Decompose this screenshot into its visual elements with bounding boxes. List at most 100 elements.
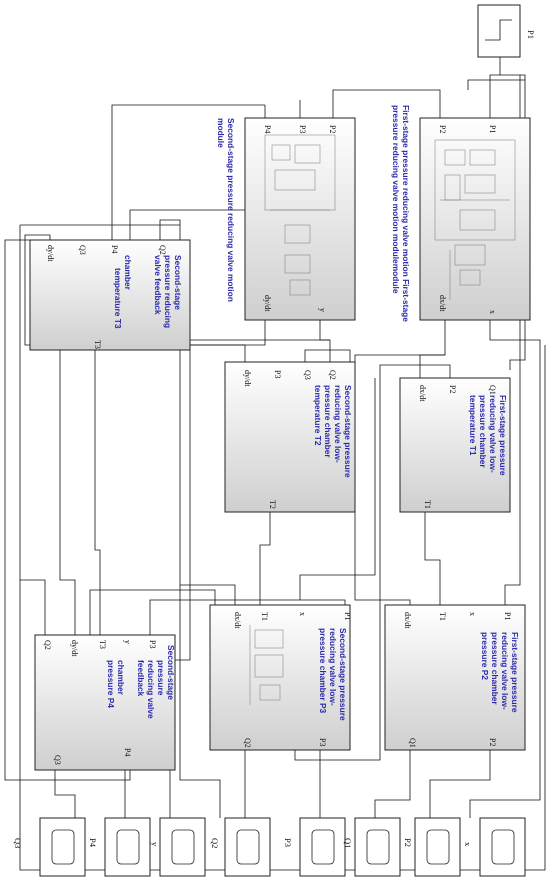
svg-text:P3: P3 (298, 125, 307, 133)
svg-text:chamber: chamber (116, 660, 126, 696)
svg-text:Q1: Q1 (488, 385, 497, 395)
svg-text:First-stage pressure: First-stage pressure (510, 632, 520, 713)
subsystem-detail (264, 134, 336, 296)
svg-text:y: y (318, 308, 327, 312)
svg-text:Second-stage pressure: Second-stage pressure (338, 628, 348, 721)
block-temperature-t1[interactable]: Q1 P2 dx/dt T1 First-stage pressure redu… (399, 377, 511, 513)
svg-text:feedback: feedback (136, 660, 146, 697)
svg-text:P2: P2 (438, 125, 447, 133)
scope-label: P3 (283, 838, 293, 847)
svg-text:x: x (298, 612, 307, 616)
svg-text:P1: P1 (343, 612, 352, 620)
svg-text:P4: P4 (263, 125, 272, 133)
svg-text:Q2: Q2 (328, 370, 337, 380)
svg-text:dx/dt: dx/dt (403, 612, 412, 629)
svg-text:First-stage pressure: First-stage pressure (498, 395, 508, 476)
scope-p2[interactable]: P2 (403, 817, 461, 877)
block-pressure-p3[interactable]: P1 x T1 dx/dt Q2 P3 Second-stage pressur… (209, 604, 352, 751)
scope-label: P4 (88, 838, 98, 848)
svg-text:pressure P2: pressure P2 (480, 632, 490, 680)
svg-text:dy/dt: dy/dt (243, 370, 252, 387)
svg-text:P3: P3 (148, 640, 157, 648)
svg-text:module: module (216, 118, 226, 148)
svg-text:P3: P3 (318, 738, 327, 746)
svg-text:P1: P1 (503, 612, 512, 620)
svg-text:T3: T3 (98, 640, 107, 649)
block-second-stage-motion[interactable]: P2 P3 P4 y dy/dt Second-stage pressure r… (216, 117, 356, 321)
svg-text:x: x (488, 310, 497, 314)
block-temperature-t3[interactable]: Q2 P4 Q3 dy/dt T3 Second-stage pressure … (29, 239, 191, 351)
svg-text:pressure reducing valve motion: pressure reducing valve motion modulemod… (391, 105, 401, 294)
svg-text:pressure P4: pressure P4 (106, 660, 116, 708)
svg-text:T2: T2 (268, 500, 277, 509)
scope-q3[interactable]: Q3 (13, 817, 86, 877)
svg-text:P4: P4 (110, 245, 119, 253)
block-first-stage-motion[interactable]: P1 P2 dx/dt x First-stage pressure reduc… (391, 105, 531, 322)
subsystem-detail (249, 625, 284, 705)
svg-text:Second-stage pressure: Second-stage pressure (343, 385, 353, 478)
svg-text:Second-stage pressure reducing: Second-stage pressure reducing valve mot… (226, 118, 236, 302)
svg-text:pressure: pressure (156, 660, 166, 696)
svg-text:temperature T1: temperature T1 (468, 395, 478, 456)
svg-text:temperature T3: temperature T3 (113, 268, 123, 329)
scope-icon (171, 829, 195, 865)
step-icon (485, 19, 512, 41)
svg-text:Second-stage: Second-stage (173, 255, 183, 310)
scope-icon (236, 829, 260, 865)
scope-q2[interactable]: Q2 (210, 817, 271, 877)
svg-text:P3: P3 (273, 370, 282, 378)
svg-text:P2: P2 (488, 738, 497, 746)
svg-text:P1: P1 (488, 125, 497, 133)
block-temperature-t2[interactable]: Q2 Q3 P3 dy/dt T2 Second-stage pressure … (224, 361, 356, 513)
svg-text:dx/dt: dx/dt (233, 612, 242, 629)
svg-text:T3: T3 (93, 340, 102, 349)
scope-q1[interactable]: Q1 (343, 817, 401, 877)
svg-text:dy/dt: dy/dt (263, 295, 272, 312)
svg-text:chamber: chamber (123, 255, 133, 291)
svg-text:Q3: Q3 (78, 245, 87, 255)
svg-text:pressure chamber: pressure chamber (323, 385, 333, 458)
step-block-label: P1 (526, 30, 536, 39)
svg-text:dy/dt: dy/dt (70, 640, 79, 657)
svg-text:y: y (123, 640, 132, 644)
scope-p3[interactable]: P3 (283, 817, 346, 877)
svg-text:P4: P4 (123, 748, 132, 756)
scope-x[interactable]: x (463, 817, 526, 877)
scope-label: x (463, 842, 473, 847)
scope-icon (426, 829, 450, 865)
svg-text:pressure reducing: pressure reducing (163, 255, 173, 328)
svg-text:pressure chamber: pressure chamber (478, 395, 488, 468)
svg-text:Q2: Q2 (243, 738, 252, 748)
scope-icon (51, 829, 75, 865)
svg-text:temperature T2: temperature T2 (313, 385, 323, 446)
scope-icon (491, 829, 515, 865)
svg-text:Second-stage: Second-stage (166, 645, 176, 700)
step-block-p1[interactable]: P1 (477, 4, 536, 58)
block-pressure-p2[interactable]: P1 x T1 dx/dt Q1 P2 First-stage pressure… (384, 604, 526, 751)
scope-label: Q1 (343, 838, 353, 848)
svg-text:dx/dt: dx/dt (438, 295, 447, 312)
svg-text:reducing valve low-: reducing valve low- (488, 395, 498, 473)
svg-text:valve feedback: valve feedback (153, 255, 163, 315)
subsystem-detail (434, 139, 516, 300)
svg-text:reducing valve: reducing valve (146, 660, 156, 719)
scope-label: Q3 (13, 838, 23, 848)
scope-y[interactable]: y (150, 817, 206, 877)
svg-text:Q2: Q2 (158, 245, 167, 255)
scope-icon (366, 829, 390, 865)
svg-text:T1: T1 (438, 612, 447, 621)
svg-text:dy/dt: dy/dt (46, 245, 55, 262)
svg-text:P2: P2 (328, 125, 337, 133)
svg-text:reducing valve low-: reducing valve low- (333, 385, 343, 463)
scope-icon (116, 829, 140, 865)
svg-text:pressure chamber: pressure chamber (490, 632, 500, 705)
svg-text:P2: P2 (448, 385, 457, 393)
svg-text:reducing valve low-: reducing valve low- (328, 628, 338, 706)
svg-text:Q1: Q1 (408, 738, 417, 748)
block-pressure-p4[interactable]: P3 y T3 dy/dt Q2 Q3 P4 Second-stage pres… (34, 634, 176, 771)
svg-text:reducing valve low-: reducing valve low- (500, 632, 510, 710)
svg-text:Q3: Q3 (303, 370, 312, 380)
svg-text:First-stage pressure reducing: First-stage pressure reducing valve moti… (401, 105, 411, 322)
scope-p4[interactable]: P4 (88, 817, 151, 877)
